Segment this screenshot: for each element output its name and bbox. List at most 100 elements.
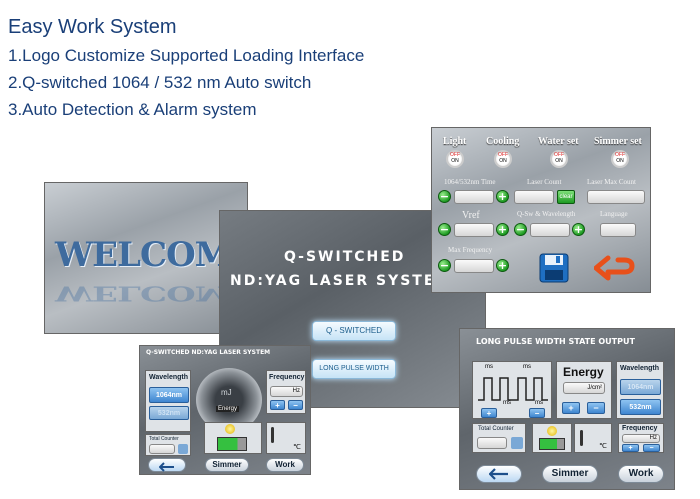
vref-plus-button[interactable]: + — [496, 223, 509, 236]
vref-field[interactable] — [454, 223, 494, 237]
lamp-icon-long — [547, 426, 557, 436]
pulse-width-panel: ms ms ms ms + − — [472, 361, 552, 419]
vref-label: Vref — [462, 210, 480, 221]
work-button[interactable]: Work — [266, 458, 304, 472]
frequency-label-long: Frequency — [622, 425, 658, 432]
pulse-minus-button[interactable]: − — [529, 408, 545, 418]
mode-title-1: Q-SWITCHED — [284, 249, 406, 265]
frequency-plus-button-long[interactable]: + — [622, 444, 639, 452]
frequency-minus-button-long[interactable]: − — [643, 444, 660, 452]
heading-line-3: 3.Auto Detection & Alarm system — [8, 100, 257, 119]
wavelength-label: Wavelength — [149, 374, 189, 381]
reset-counter-icon[interactable] — [178, 444, 188, 454]
thermometer-icon — [271, 427, 274, 443]
temperature-panel: ℃ — [266, 422, 306, 454]
laser-count-field — [514, 190, 554, 204]
time-plus-button[interactable]: + — [496, 190, 509, 203]
work-button-long[interactable]: Work — [618, 465, 664, 483]
total-counter-label-long: Total Counter — [478, 426, 514, 432]
battery-icon — [217, 437, 247, 451]
wavelength-panel-long: Wavelength 1064nm 532nm — [616, 361, 664, 419]
back-arrow-icon[interactable] — [593, 254, 636, 289]
clear-button[interactable]: clear — [557, 190, 575, 204]
back-arrow-icon-long — [488, 468, 508, 480]
max-frequency-label: Max Frequency — [448, 246, 493, 254]
max-frequency-minus-button[interactable]: − — [438, 259, 451, 272]
max-frequency-field[interactable] — [454, 259, 494, 273]
frequency-panel-long: Frequency Hz + − — [618, 423, 664, 453]
reset-counter-icon-long[interactable] — [511, 437, 523, 449]
qsw-work-title: Q-SWITCHED ND:YAG LASER SYSTEM — [146, 349, 271, 356]
ms-label-3: ms — [503, 400, 511, 406]
vref-minus-button[interactable]: − — [438, 223, 451, 236]
ms-label-4: ms — [535, 400, 543, 406]
wavelength-532-button[interactable]: 532nm — [149, 406, 189, 420]
wavelength-1064-button-long[interactable]: 1064nm — [620, 379, 661, 395]
frequency-plus-button[interactable]: + — [270, 400, 285, 410]
long-pulse-title: LONG PULSE WIDTH STATE OUTPUT — [476, 337, 635, 346]
qsw-work-screen: Q-SWITCHED ND:YAG LASER SYSTEM Wavelengt… — [139, 345, 311, 475]
back-button-long[interactable] — [476, 465, 522, 483]
energy-dial[interactable]: mJ Energy — [196, 368, 262, 432]
frequency-minus-button[interactable]: − — [288, 400, 303, 410]
energy-unit: mJ — [221, 388, 232, 397]
qsw-wavelength-field[interactable] — [530, 223, 570, 237]
simmer-set-label: Simmer set — [594, 136, 642, 147]
max-frequency-plus-button[interactable]: + — [496, 259, 509, 272]
qsw-minus-button[interactable]: − — [514, 223, 527, 236]
welcome-screen: WELCOME WELCOME — [44, 182, 257, 334]
wavelength-label-long: Wavelength — [620, 365, 660, 372]
long-pulse-width-button[interactable]: LONG PULSE WIDTH — [312, 359, 396, 379]
language-label: Language — [600, 210, 628, 218]
energy-label: Energy — [563, 365, 604, 379]
light-label: Light — [443, 136, 467, 147]
status-panel-long — [532, 423, 572, 453]
lamp-icon — [225, 424, 235, 434]
time-field[interactable] — [454, 190, 494, 204]
qsw-plus-button[interactable]: + — [572, 223, 585, 236]
total-counter-field-long — [477, 437, 507, 449]
back-arrow-icon — [158, 462, 174, 472]
mode-title-2: ND:YAG LASER SYSTEM — [230, 273, 452, 289]
long-pulse-screen: LONG PULSE WIDTH STATE OUTPUT ms ms ms m… — [459, 328, 675, 490]
ms-label-1: ms — [485, 364, 493, 370]
pulse-plus-button[interactable]: + — [481, 408, 497, 418]
wavelength-532-button-long[interactable]: 532nm — [620, 399, 661, 415]
temperature-unit: ℃ — [293, 444, 301, 451]
save-icon[interactable] — [539, 253, 569, 288]
pulse-waveform-icon — [478, 377, 548, 401]
total-counter-panel-long: Total Counter — [472, 423, 526, 453]
energy-panel: Energy J/cm² + − — [556, 361, 612, 419]
energy-field[interactable]: J/cm² — [563, 382, 605, 394]
simmer-button-long[interactable]: Simmer — [542, 465, 598, 483]
back-button[interactable] — [148, 458, 186, 472]
wavelength-1064-button[interactable]: 1064nm — [149, 387, 189, 403]
q-switched-button[interactable]: Q - SWITCHED — [312, 321, 396, 341]
frequency-field-long[interactable]: Hz — [622, 434, 660, 443]
temperature-unit-long: ℃ — [599, 443, 607, 450]
energy-minus-button[interactable]: − — [587, 402, 605, 414]
heading-line-2: 2.Q-switched 1064 / 532 nm Auto switch — [8, 73, 312, 92]
time-minus-button[interactable]: − — [438, 190, 451, 203]
ms-label-2: ms — [523, 364, 531, 370]
laser-max-count-field[interactable] — [587, 190, 645, 204]
frequency-label: Frequency — [269, 374, 305, 381]
frequency-panel: Frequency Hz + − — [266, 370, 306, 414]
language-field[interactable] — [600, 223, 636, 237]
wavelength-panel: Wavelength 1064nm 532nm — [145, 370, 191, 432]
energy-dial-label: Energy — [216, 406, 240, 412]
total-counter-label: Total Counter — [149, 436, 179, 442]
total-counter-panel: Total Counter — [145, 434, 191, 456]
laser-max-count-label: Laser Max Count — [587, 178, 636, 186]
frequency-field[interactable]: Hz — [270, 386, 303, 397]
time-label: 1064/532nm Time — [444, 178, 496, 186]
simmer-button[interactable]: Simmer — [205, 458, 249, 472]
battery-icon-long — [539, 438, 565, 450]
energy-plus-button[interactable]: + — [562, 402, 580, 414]
water-set-label: Water set — [538, 136, 579, 147]
